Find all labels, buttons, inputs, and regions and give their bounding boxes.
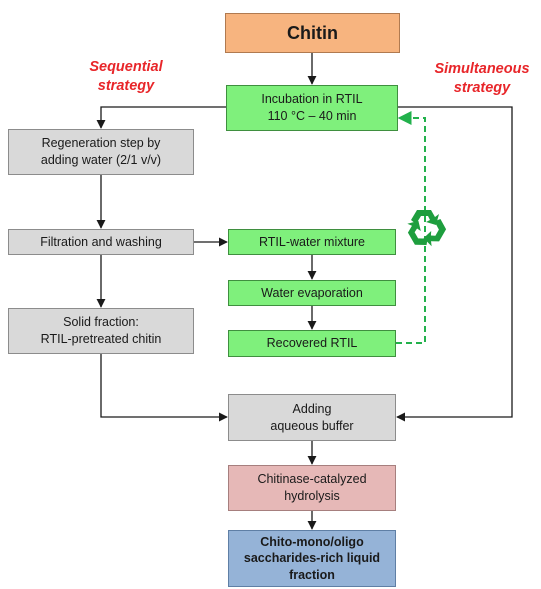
hydrolysis-box: Chitinase-catalyzed hydrolysis bbox=[228, 465, 396, 511]
recycle-icon bbox=[407, 210, 447, 247]
recovered-rtil-box: Recovered RTIL bbox=[228, 330, 396, 357]
adding-buffer-box: Adding aqueous buffer bbox=[228, 394, 396, 441]
connector-incubation-regeneration bbox=[96, 106, 226, 129]
connector-solid-buffer bbox=[100, 354, 228, 422]
water-evaporation-box: Water evaporation bbox=[228, 280, 396, 306]
recycle-connector bbox=[396, 111, 426, 344]
simultaneous-strategy-label: Simultaneous strategy bbox=[434, 61, 530, 96]
rtil-water-mixture-box: RTIL-water mixture bbox=[228, 229, 396, 255]
filtration-box: Filtration and washing bbox=[8, 229, 194, 255]
product-box: Chito-mono/oligo saccharides-rich liquid… bbox=[228, 530, 396, 587]
connector-incubation-buffer bbox=[396, 106, 513, 422]
chitin-box: Chitin bbox=[225, 13, 400, 53]
solid-fraction-box: Solid fraction: RTIL-pretreated chitin bbox=[8, 308, 194, 354]
regeneration-box: Regeneration step by adding water (2/1 v… bbox=[8, 129, 194, 175]
sequential-strategy-label: Sequential strategy bbox=[89, 59, 163, 94]
incubation-box: Incubation in RTIL 110 °C – 40 min bbox=[226, 85, 398, 131]
